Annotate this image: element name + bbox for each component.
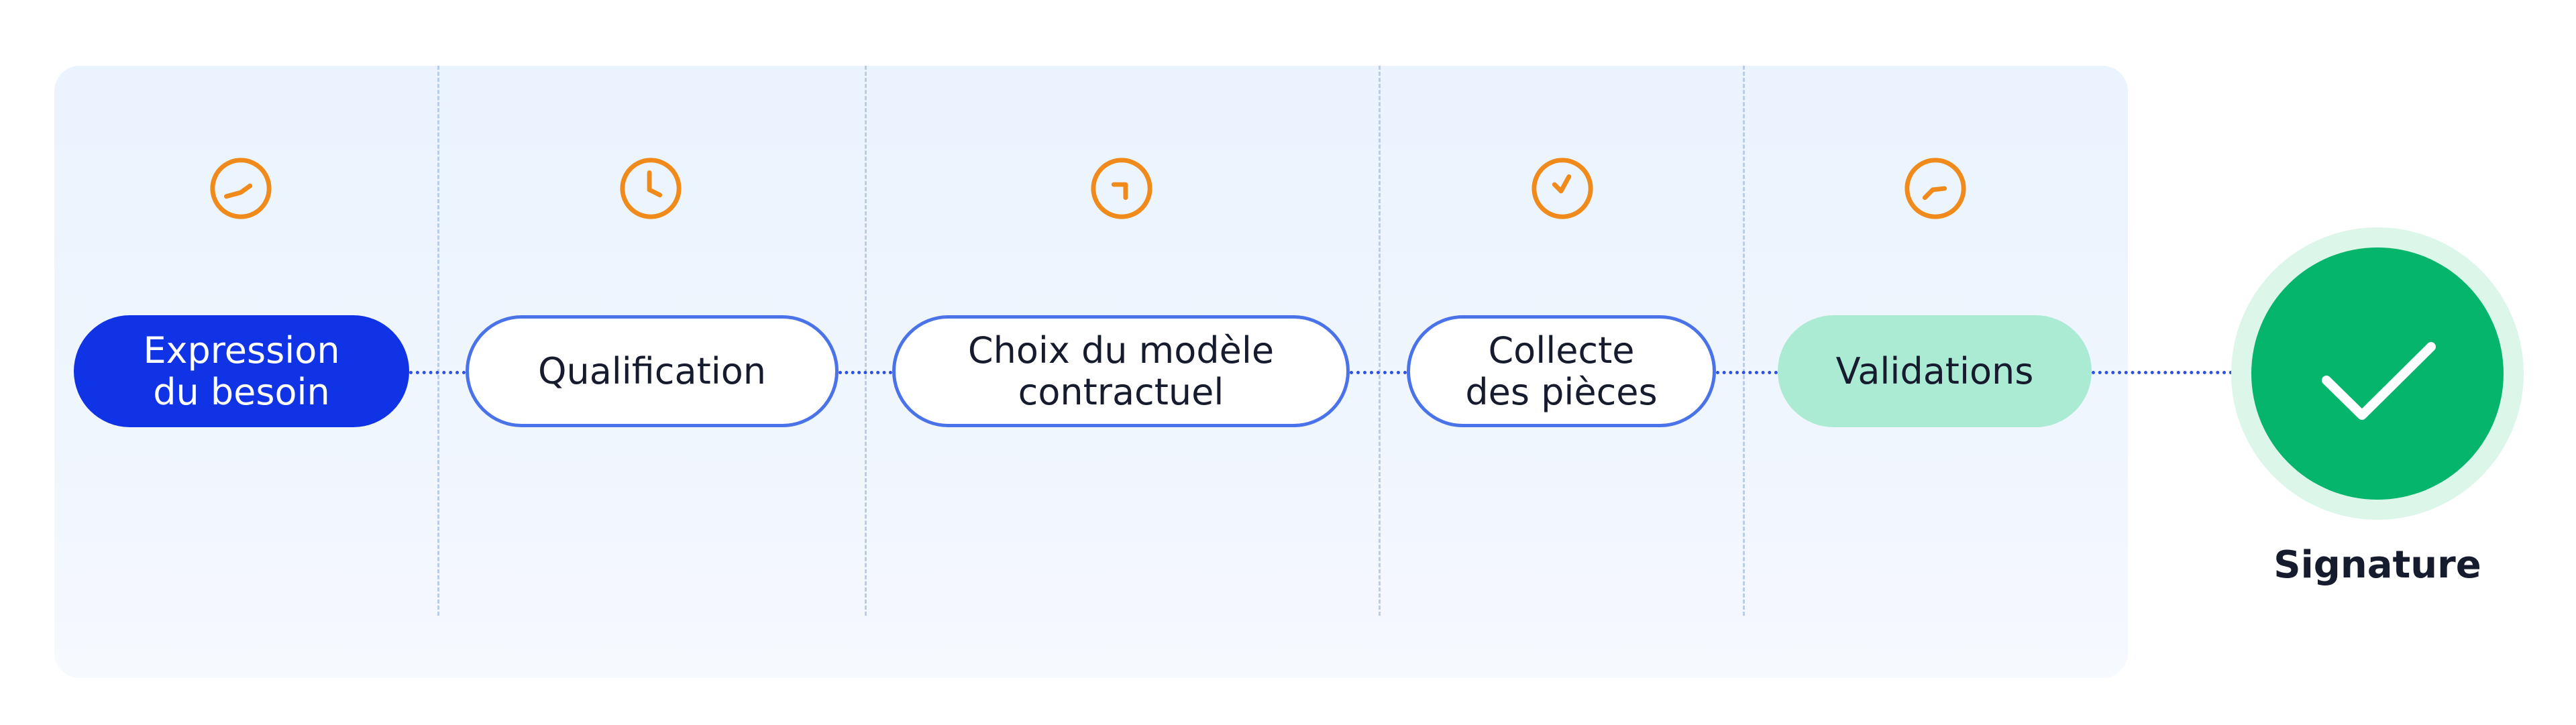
column-divider (1379, 66, 1381, 616)
step-collecte-des-pieces: Collecte des pièces (1407, 315, 1716, 427)
step-connector (1350, 371, 1407, 374)
column-divider (437, 66, 439, 616)
step-connector (2092, 371, 2233, 374)
checkmark-icon (2322, 342, 2436, 420)
column-divider (865, 66, 867, 616)
signature-label: Signature (2273, 543, 2481, 587)
clock-icon (620, 158, 682, 219)
signature-badge (2251, 247, 2504, 500)
step-choix-du-modele-contractuel: Choix du modèle contractuel (892, 315, 1350, 427)
step-expression-du-besoin: Expression du besoin (74, 315, 409, 427)
step-connector (409, 371, 466, 374)
clock-icon (210, 158, 272, 219)
clock-icon (1904, 158, 1966, 219)
step-label: Expression du besoin (143, 329, 340, 413)
clock-icon (1091, 158, 1152, 219)
step-label: Choix du modèle contractuel (967, 329, 1275, 413)
step-qualification: Qualification (466, 315, 839, 427)
step-label: Collecte des pièces (1465, 329, 1658, 413)
step-label: Validations (1835, 349, 2034, 392)
step-validations: Validations (1778, 315, 2092, 427)
step-connector (839, 371, 892, 374)
column-divider (1743, 66, 1745, 616)
clock-icon (1532, 158, 1593, 219)
step-label: Qualification (537, 349, 767, 392)
step-connector (1716, 371, 1778, 374)
